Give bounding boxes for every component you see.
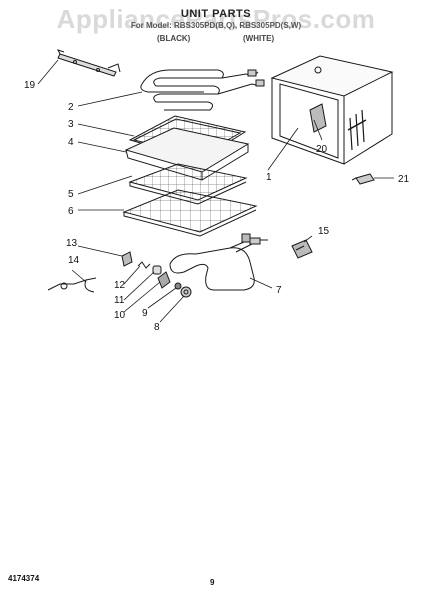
part-spring bbox=[137, 261, 151, 269]
callout-3: 3 bbox=[68, 119, 74, 130]
document-number: 4174374 bbox=[8, 574, 40, 583]
part-cap bbox=[180, 286, 192, 298]
callout-9: 9 bbox=[142, 308, 148, 319]
callout-13: 13 bbox=[66, 238, 78, 249]
watermark: AppliancePartsPros.com bbox=[56, 4, 376, 34]
model-line: For Model: RBS305PD(B,Q), RBS305PD(S,W) bbox=[130, 21, 302, 30]
part-clip bbox=[351, 173, 375, 185]
callout-11: 11 bbox=[114, 295, 125, 306]
callout-21: 21 bbox=[398, 174, 410, 185]
callout-5: 5 bbox=[68, 189, 74, 200]
callout-14: 14 bbox=[68, 255, 80, 266]
color-label-black: (BLACK) bbox=[157, 34, 191, 43]
callout-6: 6 bbox=[68, 206, 74, 217]
diagram-title: UNIT PARTS bbox=[180, 8, 252, 20]
part-wire-probe bbox=[47, 277, 97, 293]
callout-7: 7 bbox=[276, 285, 282, 296]
callout-labels: 19 2 3 4 5 6 1 20 21 13 14 12 11 10 9 8 … bbox=[24, 80, 410, 333]
part-oven-cavity bbox=[270, 55, 394, 165]
callout-8: 8 bbox=[154, 322, 160, 333]
callout-10: 10 bbox=[114, 310, 126, 321]
page-number: 9 bbox=[210, 578, 215, 587]
part-terminal-block bbox=[291, 239, 313, 259]
callout-1: 1 bbox=[266, 172, 272, 183]
leader-lines bbox=[37, 59, 394, 323]
callout-20: 20 bbox=[316, 144, 328, 155]
part-oven-rack-lower bbox=[122, 189, 258, 237]
color-label-white: (WHITE) bbox=[243, 34, 275, 43]
part-sensor-bracket bbox=[121, 251, 133, 267]
part-bracket bbox=[57, 49, 121, 77]
part-broil-element bbox=[140, 69, 265, 111]
callout-12: 12 bbox=[114, 280, 126, 291]
callout-2: 2 bbox=[68, 102, 74, 113]
callout-19: 19 bbox=[24, 80, 36, 91]
callout-4: 4 bbox=[68, 137, 74, 148]
part-nut bbox=[174, 282, 182, 290]
callout-15: 15 bbox=[318, 226, 330, 237]
part-shield bbox=[157, 271, 171, 289]
part-bake-element bbox=[169, 233, 268, 291]
part-bushing bbox=[152, 265, 162, 275]
